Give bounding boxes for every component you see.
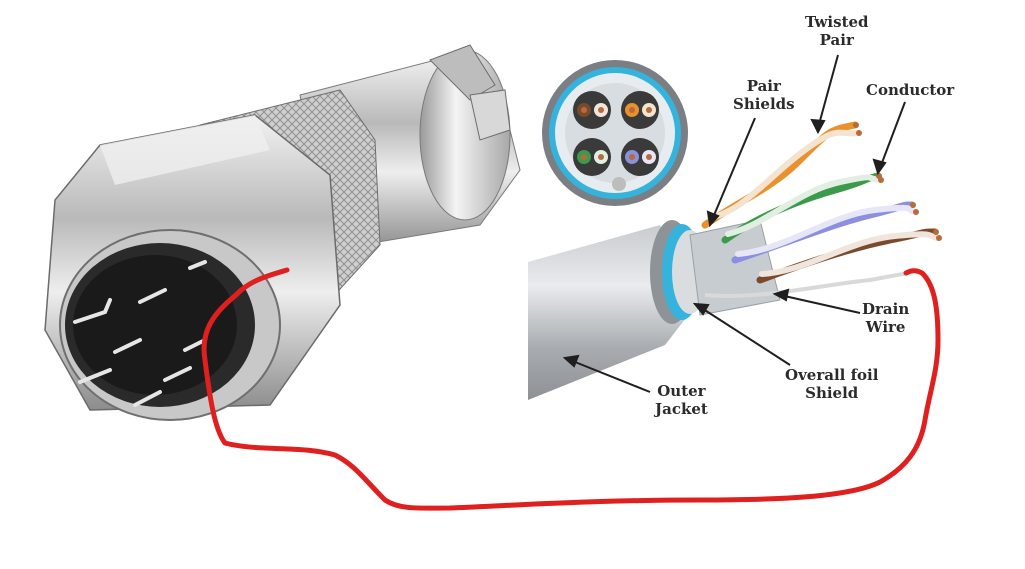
cross-section-pair-brown [573,91,611,129]
label-twisted-pair-line1: Twisted [805,13,869,31]
label-overall-foil-shield-line1: Overall foil [785,366,879,384]
drain-wire [704,271,909,298]
label-pointers [562,54,906,393]
cable-cross-section [542,60,688,206]
label-overall-foil-shield: Overall foil Shield [785,366,878,402]
label-twisted-pair-line2: Pair [819,31,854,49]
label-drain-wire: Drain Wire [862,300,909,336]
label-twisted-pair: Twisted Pair [805,13,869,49]
cable-illustration [528,54,942,400]
pointer-pair-shields [711,117,756,221]
label-drain-wire-line2: Wire [865,318,906,336]
pointer-twisted-pair [817,54,839,129]
twisted-pair-orange [701,121,861,229]
connector-pins [73,260,207,407]
label-pair-shields-line2: Shields [733,95,795,113]
cross-section-drain [612,177,626,191]
label-outer-jacket-line2: Jacket [655,400,708,418]
cross-section-pair-green [573,138,611,176]
pointer-conductor [879,101,906,169]
label-pair-shields-line1: Pair [746,77,781,95]
pointer-overall-foil-shield [699,306,791,366]
conductor-tips [853,122,942,241]
twisted-pair-blue [731,201,918,264]
circular-connector-image [44,44,521,421]
connector-face [59,229,281,421]
label-outer-jacket: Outer Jacket [655,382,708,418]
pointer-drain-wire [779,294,861,314]
twisted-pair-brown [756,228,941,284]
cross-section-pair-blue [621,138,659,176]
cross-section-pair-orange [621,91,659,129]
label-drain-wire-line1: Drain [862,300,910,318]
label-pair-shields: Pair Shields [733,77,795,113]
label-conductor-text: Conductor [866,81,955,99]
label-conductor: Conductor [866,81,954,99]
label-overall-foil-shield-line2: Shield [805,384,859,402]
red-wire-annotation [201,267,941,511]
twisted-pair-green [721,172,883,244]
label-outer-jacket-line1: Outer [657,382,706,400]
cable-pair-shield-wrap [689,219,781,316]
pointer-outer-jacket [569,359,651,393]
